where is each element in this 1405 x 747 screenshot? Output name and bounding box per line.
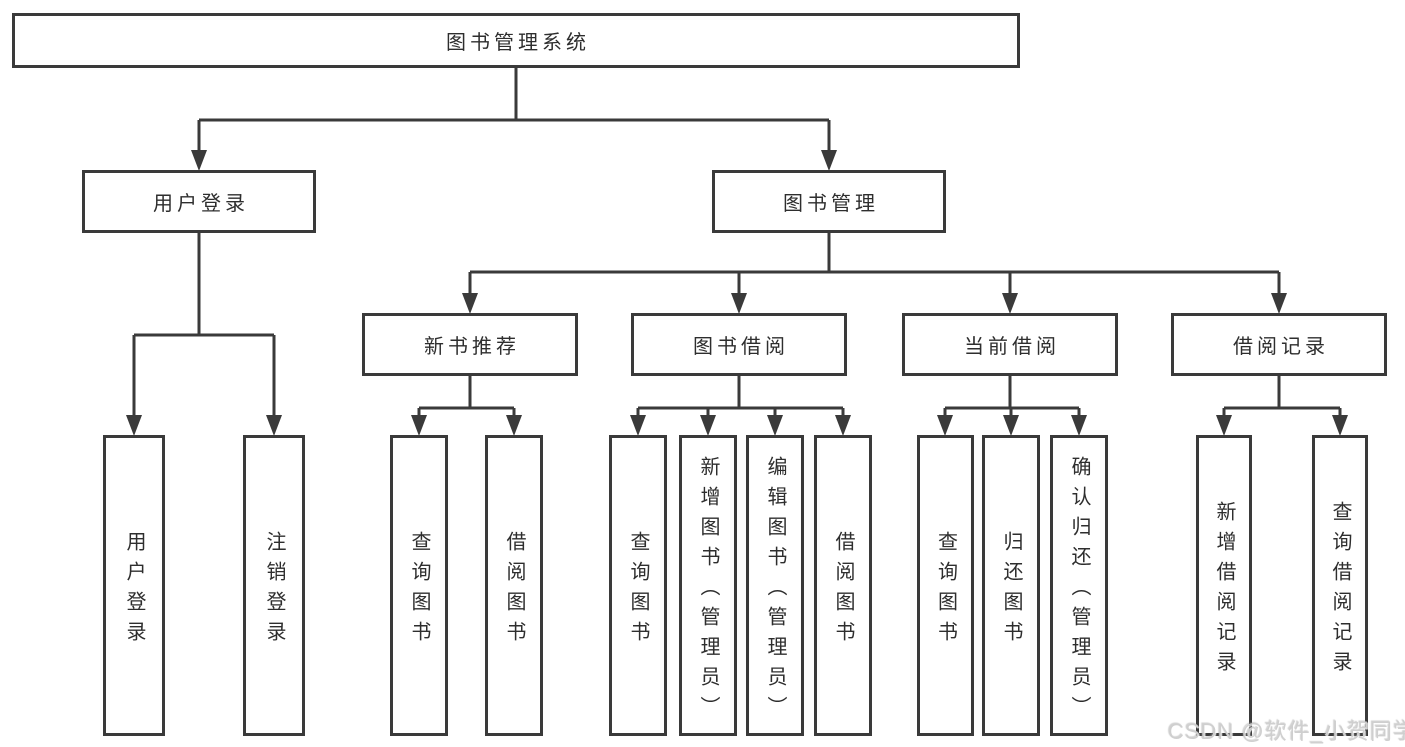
- arrowhead-borrow-records-branch: [1216, 415, 1348, 436]
- node-label: 编辑图书（管理员）: [764, 455, 786, 726]
- arrowhead-user-login-branch: [126, 415, 282, 436]
- connector-borrow-records-branch: [1222, 376, 1342, 419]
- connector-new-books-branch: [417, 376, 516, 419]
- arrowhead-current-borrow-branch: [937, 415, 1087, 436]
- node-book-management-system: 图书管理系统: [12, 13, 1020, 68]
- node-user-login: 用户登录: [82, 170, 316, 233]
- node-label: 注销登录: [263, 530, 285, 651]
- node-label: 确认归还（管理员）: [1068, 455, 1090, 726]
- leaf-borrow-books: 借阅图书: [485, 435, 543, 736]
- leaf-logout: 注销登录: [243, 435, 305, 736]
- arrowhead-new-books-branch: [411, 415, 522, 436]
- leaf-add-borrow-record: 新增借阅记录: [1196, 435, 1252, 736]
- node-label: 借阅图书: [503, 530, 525, 651]
- node-label: 用户登录: [153, 193, 249, 215]
- arrowhead-book-borrow-branch: [630, 415, 851, 436]
- node-borrowing-records: 借阅记录: [1171, 313, 1387, 376]
- arrowhead-root-to-level1: [191, 150, 837, 171]
- node-label: 图书管理: [783, 193, 879, 215]
- node-label: 当前借阅: [964, 336, 1060, 358]
- leaf-edit-books-admin: 编辑图书（管理员）: [746, 435, 804, 736]
- node-book-management: 图书管理: [712, 170, 946, 233]
- node-current-borrowing: 当前借阅: [902, 313, 1118, 376]
- connector-root-to-level1: [197, 68, 831, 154]
- node-label: 新书推荐: [424, 336, 520, 358]
- leaf-query-books: 查询图书: [390, 435, 448, 736]
- node-label: 查询图书: [627, 530, 649, 651]
- node-label: 查询图书: [408, 530, 430, 651]
- node-label: 图书借阅: [693, 336, 789, 358]
- node-label: 归还图书: [1000, 530, 1022, 651]
- connector-user-login-branch: [132, 233, 276, 418]
- node-label: 查询图书: [934, 530, 957, 651]
- leaf-user-login: 用户登录: [103, 435, 165, 736]
- leaf-return-books: 归还图书: [982, 435, 1040, 736]
- leaf-add-books-admin: 新增图书（管理员）: [679, 435, 737, 736]
- leaf-query-books: 查询图书: [917, 435, 974, 736]
- node-label: 图书管理系统: [446, 32, 590, 54]
- node-label: 借阅图书: [832, 530, 854, 651]
- node-label: 查询借阅记录: [1329, 500, 1351, 681]
- node-label: 新增图书（管理员）: [697, 455, 719, 726]
- connector-book-borrow-branch: [636, 376, 845, 419]
- node-label: 用户登录: [123, 530, 145, 651]
- csdn-watermark: CSDN @软件_小贺同学: [1168, 719, 1405, 744]
- connector-current-borrow-branch: [943, 376, 1081, 419]
- arrowhead-book-mgmt-branch: [462, 293, 1287, 314]
- leaf-query-books: 查询图书: [609, 435, 667, 736]
- node-label: 借阅记录: [1233, 336, 1329, 358]
- leaf-borrow-books: 借阅图书: [814, 435, 872, 736]
- node-book-borrowing: 图书借阅: [631, 313, 847, 376]
- leaf-query-borrow-record: 查询借阅记录: [1312, 435, 1368, 736]
- leaf-confirm-return-admin: 确认归还（管理员）: [1050, 435, 1108, 736]
- node-new-book-recommendation: 新书推荐: [362, 313, 578, 376]
- node-label: 新增借阅记录: [1213, 500, 1235, 681]
- connector-book-mgmt-branch: [468, 233, 1281, 297]
